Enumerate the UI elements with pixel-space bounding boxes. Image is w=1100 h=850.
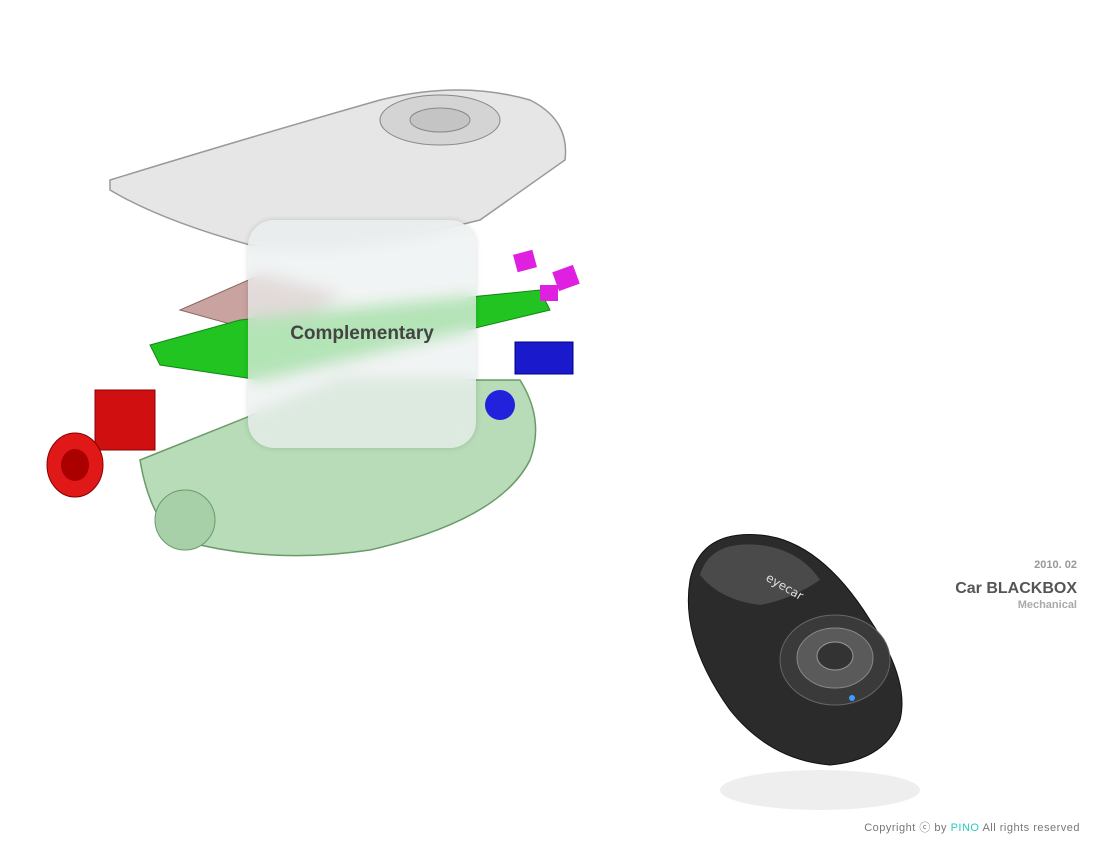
brand-link[interactable]: PINO bbox=[950, 822, 980, 834]
blackbox-product-image: eyecar bbox=[687, 534, 920, 810]
complementary-button[interactable]: Complementary bbox=[248, 220, 476, 448]
copyright-footer: Copyright ⓒ by PINO All rights reserved bbox=[864, 819, 1080, 835]
copyright-suffix: All rights reserved bbox=[982, 822, 1080, 834]
complementary-label: Complementary bbox=[290, 323, 434, 344]
project-date: 2010. 02 bbox=[1034, 559, 1077, 571]
copyright-prefix: Copyright ⓒ by bbox=[864, 822, 948, 834]
project-title: Car BLACKBOX bbox=[955, 580, 1077, 597]
project-category: Mechanical bbox=[1017, 599, 1077, 611]
project-info: 2010. 02 Car BLACKBOX Mechanical bbox=[955, 559, 1077, 611]
